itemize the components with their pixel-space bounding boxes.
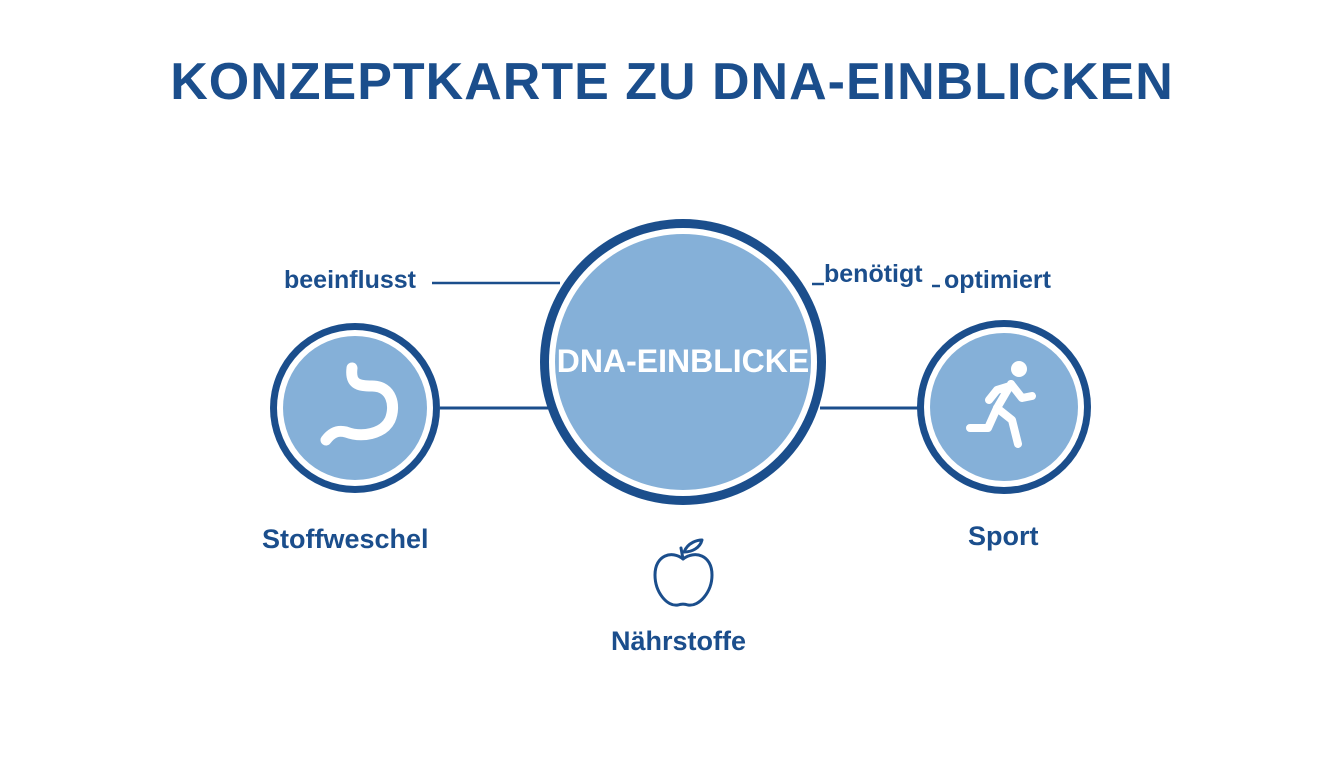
running-person-icon: [966, 361, 1036, 448]
stomach-icon: [320, 362, 399, 446]
nutrients-label: Nährstoffe: [611, 626, 747, 656]
node-sport: [917, 320, 1091, 494]
sport-label: Sport: [968, 521, 1039, 551]
page-title: KONZEPTKARTE ZU DNA-EINBLICKEN: [170, 53, 1174, 111]
node-metabolism: [270, 323, 440, 493]
center-node-label: DNA-EINBLICKE: [557, 343, 809, 379]
node-center: DNA-EINBLICKE: [540, 219, 826, 505]
relation-influences-label: beeinflusst: [284, 266, 416, 294]
relation-optimizes-label: optimiert: [944, 266, 1051, 294]
metabolism-label: Stoffweschel: [262, 524, 429, 554]
apple-icon: [653, 538, 714, 607]
relation-requires-label: benötigt: [824, 260, 923, 288]
